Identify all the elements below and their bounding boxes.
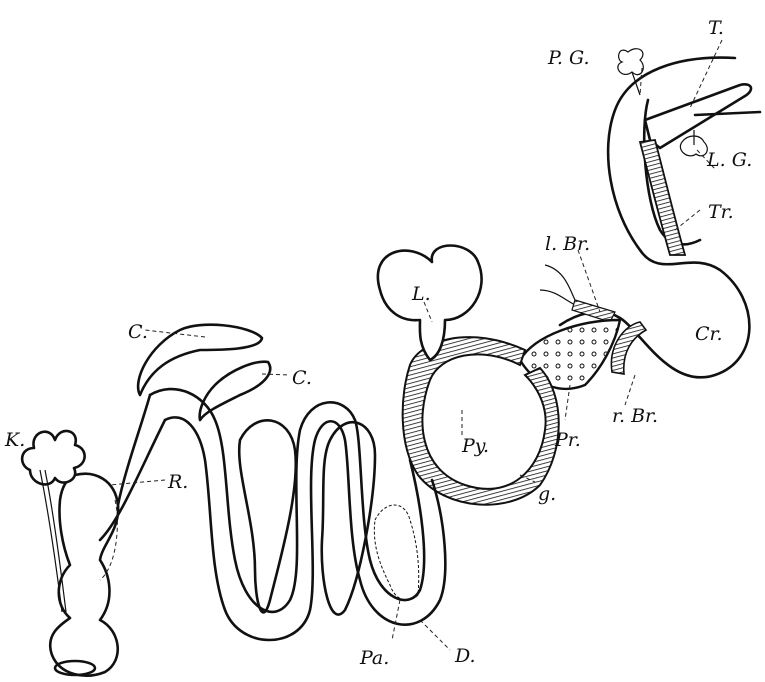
label-duodenum: D. [454,645,476,667]
label-gizzard: g. [538,483,556,505]
tongue [645,84,751,148]
label-trachea: Tr. [708,201,734,223]
label-liver: L. [411,283,431,305]
trachea [640,140,685,255]
pharyngeal-gland [618,49,643,95]
intestine-loops [150,389,445,640]
label-lingual-gland: L. G. [706,149,752,171]
label-pancreas: Pa. [359,647,389,669]
label-cecum-1: C. [128,321,148,343]
label-pylorus: Py. [461,435,489,457]
label-right-bronchus: r. Br. [612,405,658,427]
label-pharyngeal-gland: P. G. [547,47,590,69]
label-proventriculus: Pr. [554,429,581,451]
label-crop: Cr. [695,323,723,345]
label-left-bronchus: l. Br. [545,233,590,255]
label-cecum-2: C. [292,367,312,389]
label-rectum: R. [167,471,188,493]
label-kidney: K. [4,429,25,451]
label-tongue: T. [708,17,724,39]
left-bronchus [540,265,615,322]
